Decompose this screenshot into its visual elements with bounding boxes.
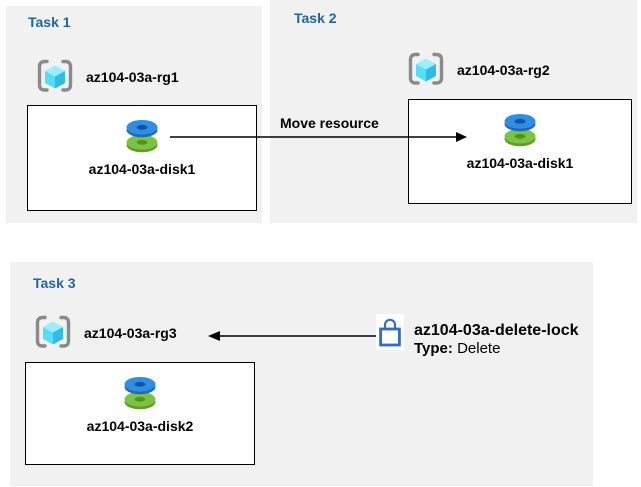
task1-disk-box: az104-03a-disk1 bbox=[27, 105, 257, 211]
resource-group-name: az104-03a-rg1 bbox=[86, 69, 179, 85]
lock-type-label: Type: bbox=[414, 340, 453, 357]
resource-group-icon bbox=[35, 57, 75, 97]
task2-resource-group: az104-03a-rg2 bbox=[406, 50, 550, 90]
task3-disk-box: az104-03a-disk2 bbox=[25, 362, 255, 465]
disk-name: az104-03a-disk1 bbox=[88, 161, 196, 177]
disk-name: az104-03a-disk1 bbox=[466, 155, 574, 171]
task2-title: Task 2 bbox=[294, 10, 337, 26]
resource-group-icon bbox=[406, 50, 446, 90]
resource-group-icon bbox=[33, 313, 73, 353]
move-resource-label: Move resource bbox=[280, 115, 379, 131]
resource-group-name: az104-03a-rg2 bbox=[457, 62, 550, 78]
task1-title: Task 1 bbox=[28, 14, 71, 30]
lock-type-value: Delete bbox=[457, 340, 501, 357]
task2-panel: Task 2 az104-03a-rg2 bbox=[270, 0, 637, 223]
disk-icon bbox=[123, 376, 157, 410]
task3-panel: Task 3 az104-03a-rg3 bbox=[10, 262, 593, 486]
lock-icon bbox=[376, 314, 404, 350]
disk-name: az104-03a-disk2 bbox=[86, 418, 194, 434]
lock-name: az104-03a-delete-lock bbox=[414, 322, 579, 339]
task1-resource-group: az104-03a-rg1 bbox=[35, 57, 179, 97]
task1-panel: Task 1 az104-03a-rg1 bbox=[6, 6, 262, 223]
resource-group-name: az104-03a-rg3 bbox=[84, 325, 177, 341]
task3-title: Task 3 bbox=[33, 275, 76, 291]
delete-lock-badge: az104-03a-delete-lock Type: Delete bbox=[376, 314, 579, 358]
disk-icon bbox=[503, 113, 537, 147]
task3-resource-group: az104-03a-rg3 bbox=[33, 313, 177, 353]
disk-icon bbox=[125, 119, 159, 153]
lock-type-line: Type: Delete bbox=[414, 340, 579, 358]
task2-disk-box: az104-03a-disk1 bbox=[408, 99, 632, 204]
delete-lock-text: az104-03a-delete-lock Type: Delete bbox=[414, 314, 579, 358]
